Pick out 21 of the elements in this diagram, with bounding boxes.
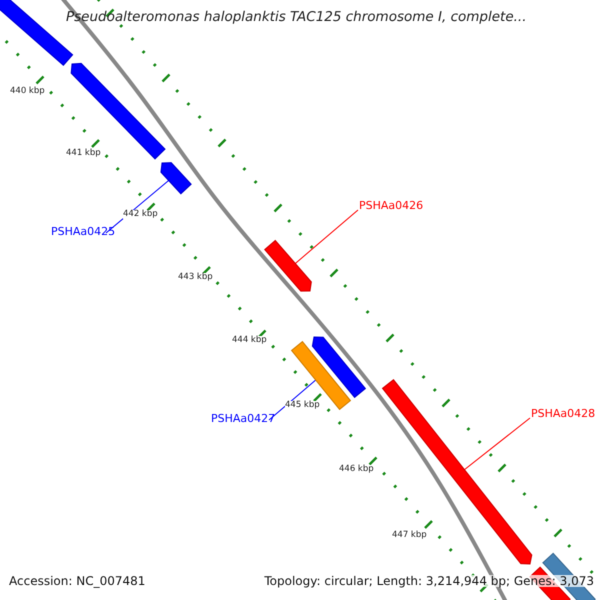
leader-line bbox=[294, 210, 358, 264]
scale-label: 444 kbp bbox=[232, 336, 267, 344]
gene-label: PSHAa0426 bbox=[359, 200, 424, 211]
gene-arrow bbox=[160, 162, 192, 194]
scale-label: 440 kbp bbox=[10, 87, 45, 96]
scale-label: 446 kbp bbox=[339, 465, 374, 474]
scale-label: 443 kbp bbox=[178, 273, 213, 282]
scale-label: 445 kbp bbox=[285, 401, 320, 410]
scale-label: 447 kbp bbox=[392, 531, 427, 540]
gene-label: PSHAa0427 bbox=[211, 413, 276, 424]
gene-arrow bbox=[264, 240, 312, 292]
leader-line bbox=[268, 380, 316, 420]
gene-label: PSHAa0425 bbox=[51, 226, 116, 237]
title: Pseudoalteromonas haloplanktis TAC125 chromosome I, complete... bbox=[66, 11, 526, 24]
gene-arrow bbox=[382, 378, 532, 565]
footer-text: Accession: NC_007481 bbox=[9, 575, 146, 587]
scale-label: 441 kbp bbox=[66, 149, 101, 158]
scale-label: 442 kbp bbox=[123, 210, 158, 218]
gene-label: PSHAa0428 bbox=[531, 408, 596, 419]
leader-line bbox=[464, 418, 530, 470]
footer-text: Topology: circular; Length: 3,214,944 bp; Genes: 3,073 bbox=[264, 575, 594, 587]
